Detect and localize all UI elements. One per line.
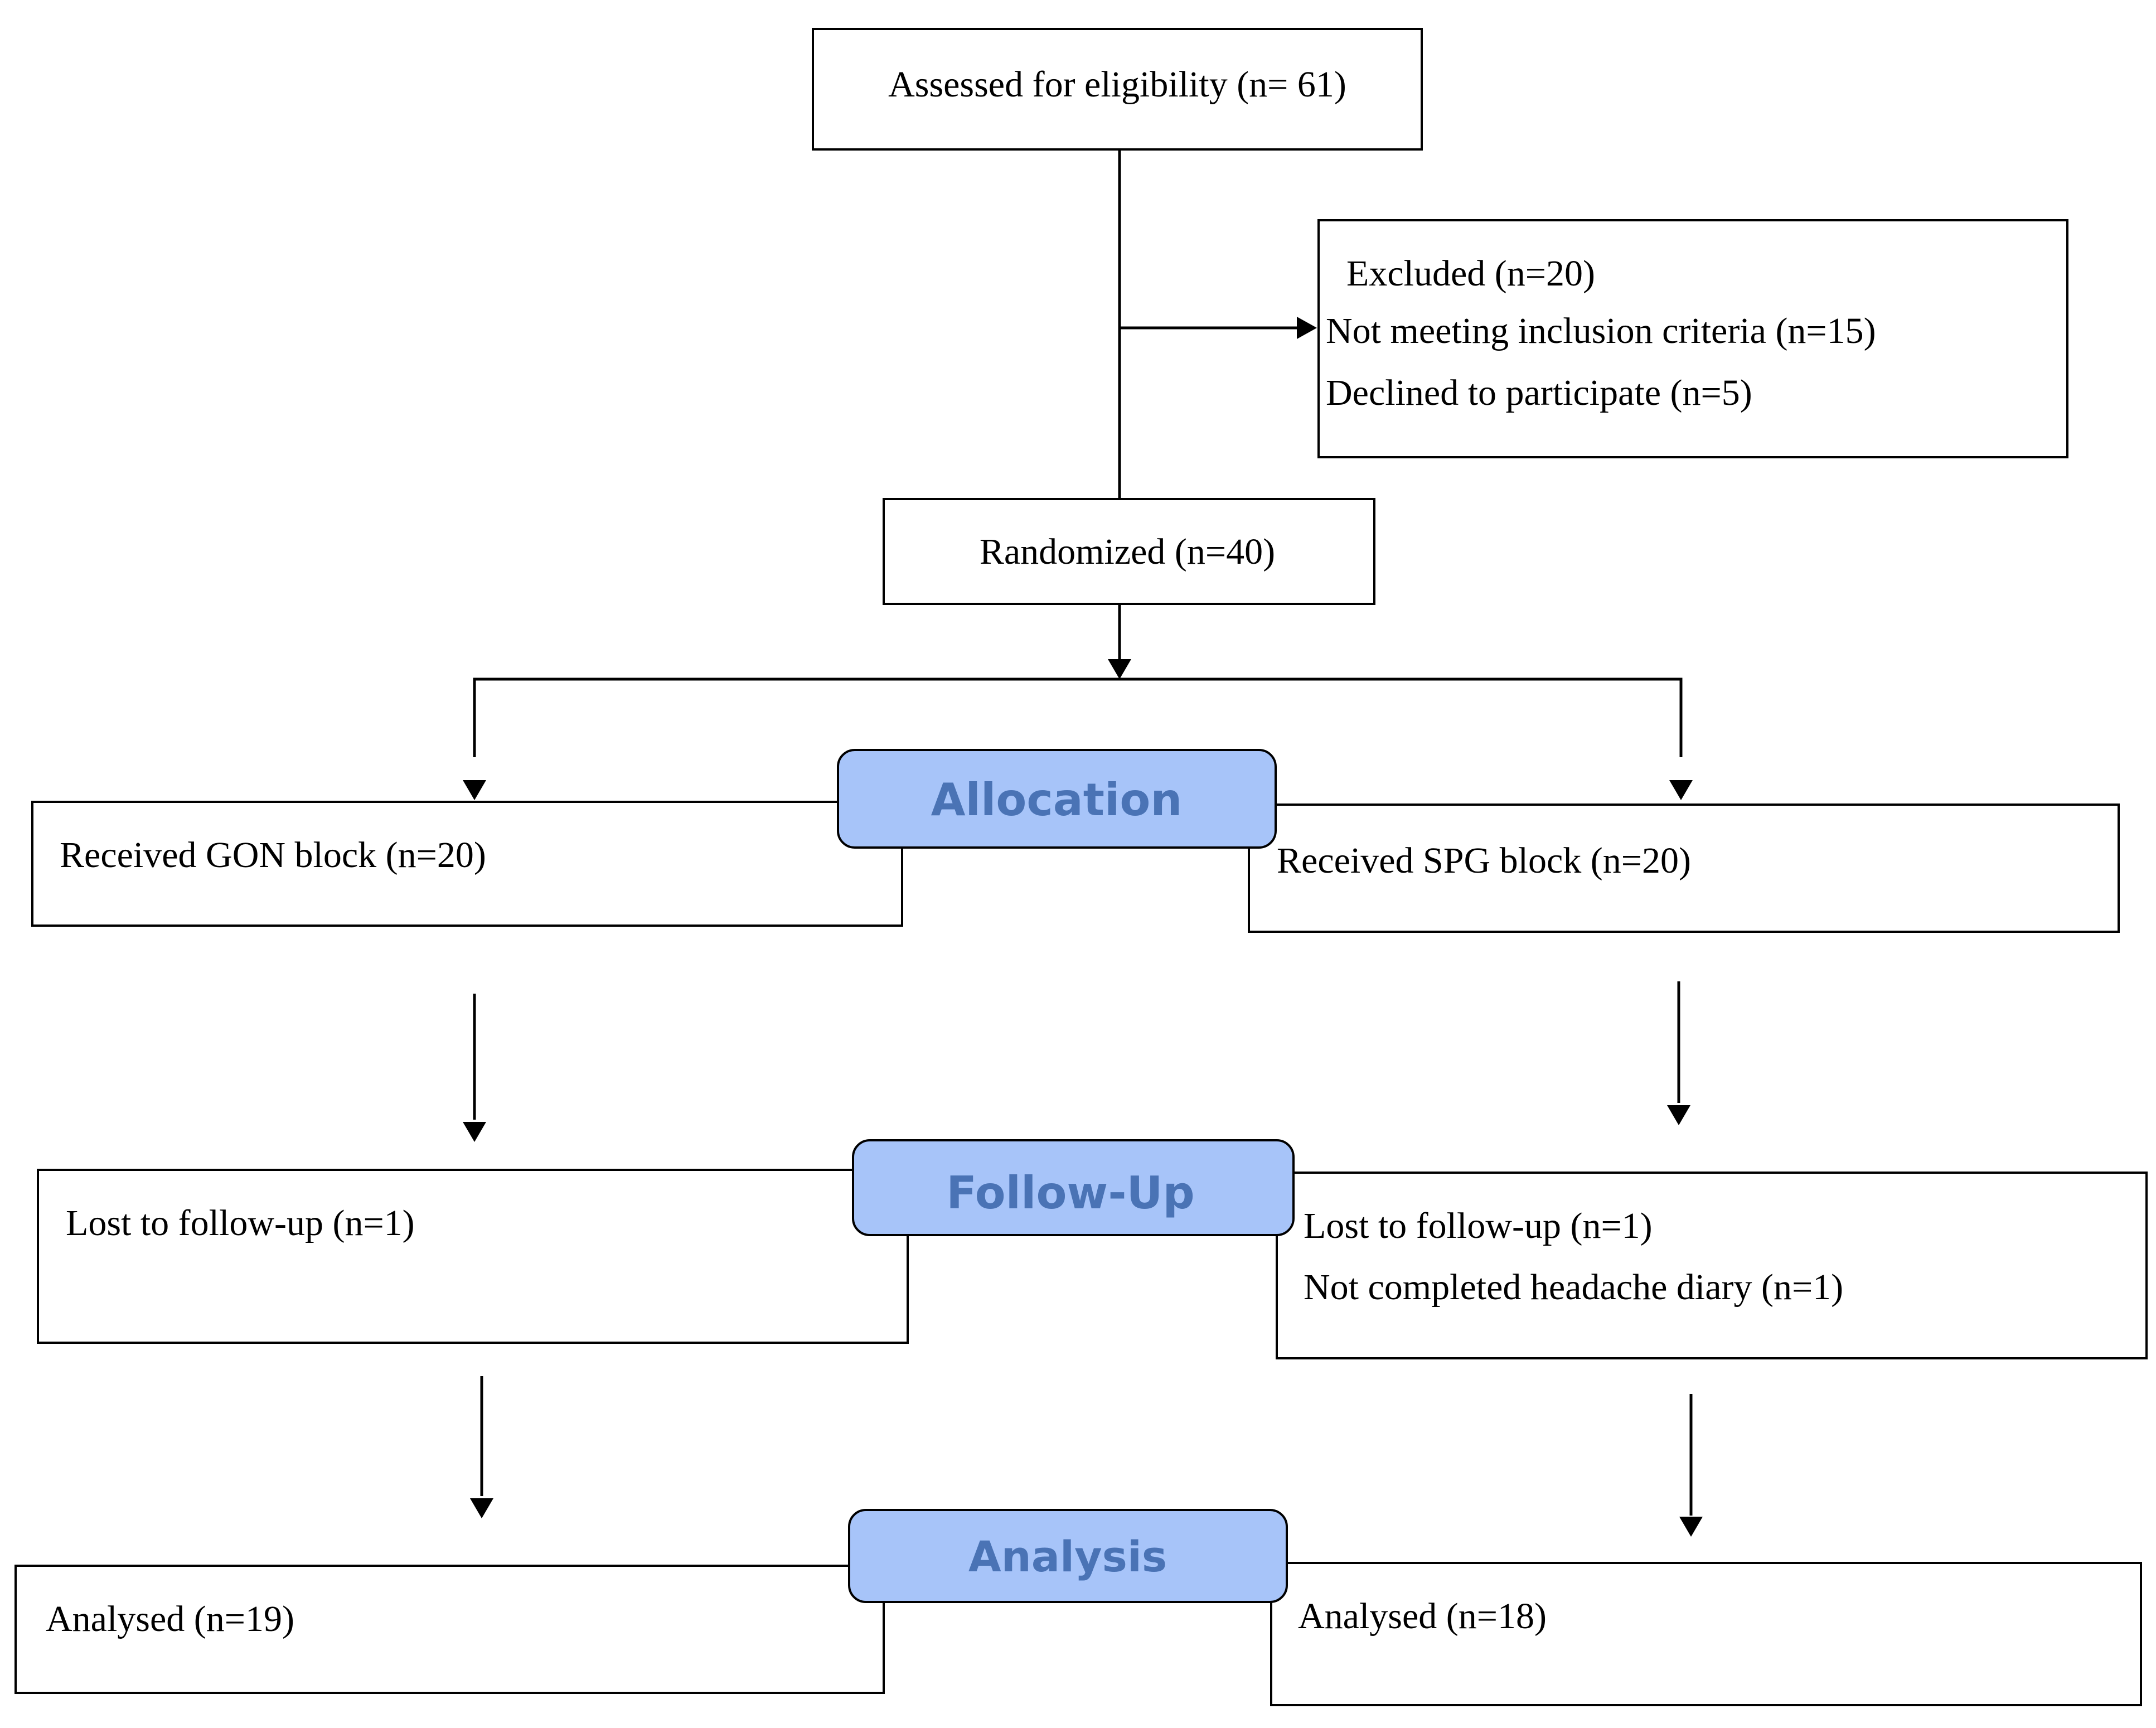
- assessed-box-frame: [812, 28, 1423, 151]
- excluded-box-frame: [1317, 219, 2068, 458]
- assessed-box: Assessed for eligibility (n= 61): [812, 28, 1423, 151]
- spg-followup-text-diary: Not completed headache diary (n=1): [1304, 1267, 1843, 1308]
- gon-analysis-arrowhead: [470, 1498, 493, 1518]
- followup-stage-box: [852, 1139, 1295, 1236]
- randomized-arrowhead: [1108, 659, 1131, 679]
- analysis-stage-box: [848, 1509, 1288, 1603]
- connectors: [473, 149, 1693, 1516]
- excluded-title: Excluded (n=20): [1346, 253, 1595, 294]
- excluded-reason-declined: Declined to participate (n=5): [1326, 372, 1752, 413]
- spg-analysis-box: Analysed (n=18): [1270, 1562, 2142, 1706]
- spg-followup-arrowhead: [1667, 1105, 1690, 1125]
- allocation-split-line: [473, 677, 1683, 757]
- gon-analysis-frame: [14, 1565, 885, 1694]
- arrowheads: [463, 317, 1703, 1537]
- gon-followup-frame: [37, 1169, 909, 1344]
- spg-followup-box: Lost to follow-up (n=1) Not completed he…: [1276, 1172, 2148, 1359]
- gon-analysis-box: Analysed (n=19): [14, 1565, 885, 1694]
- gon-allocation-arrowhead: [463, 780, 486, 800]
- spg-allocation-text: Received SPG block (n=20): [1277, 840, 1691, 881]
- spg-analysis-frame: [1270, 1562, 2142, 1706]
- allocation-stage-text: Allocation: [931, 774, 1183, 826]
- allocation-stage-box: [837, 749, 1277, 849]
- randomized-box-frame: [883, 498, 1375, 605]
- randomized-text: Randomized (n=40): [980, 531, 1275, 572]
- spg-analysis-arrowhead: [1679, 1517, 1703, 1537]
- analysis-stage-text: Analysis: [968, 1532, 1167, 1581]
- excluded-arrowhead: [1297, 317, 1317, 339]
- spg-allocation-arrowhead: [1669, 780, 1693, 800]
- allocation-stage-label: Allocation: [837, 749, 1277, 849]
- randomized-box: Randomized (n=40): [883, 498, 1375, 605]
- followup-stage-text: Follow-Up: [946, 1167, 1195, 1219]
- followup-stage-label: Follow-Up: [852, 1139, 1295, 1236]
- spg-followup-frame: [1276, 1172, 2148, 1359]
- spg-allocation-box: Received SPG block (n=20): [1248, 804, 2120, 933]
- spg-followup-text-lost: Lost to follow-up (n=1): [1304, 1206, 1653, 1246]
- spg-allocation-frame: [1248, 804, 2120, 933]
- gon-allocation-box: Received GON block (n=20): [31, 801, 903, 927]
- excluded-reason-inclusion: Not meeting inclusion criteria (n=15): [1326, 311, 1876, 351]
- excluded-box: Excluded (n=20) Not meeting inclusion cr…: [1317, 219, 2068, 458]
- spg-analysis-text: Analysed (n=18): [1298, 1596, 1547, 1637]
- gon-allocation-text: Received GON block (n=20): [60, 835, 486, 875]
- analysis-stage-label: Analysis: [848, 1509, 1288, 1603]
- assessed-text: Assessed for eligibility (n= 61): [888, 64, 1346, 105]
- gon-allocation-frame: [31, 801, 903, 927]
- gon-followup-arrowhead: [463, 1122, 486, 1142]
- gon-followup-text: Lost to follow-up (n=1): [66, 1203, 415, 1243]
- gon-followup-box: Lost to follow-up (n=1): [37, 1169, 909, 1344]
- gon-analysis-text: Analysed (n=19): [46, 1599, 294, 1639]
